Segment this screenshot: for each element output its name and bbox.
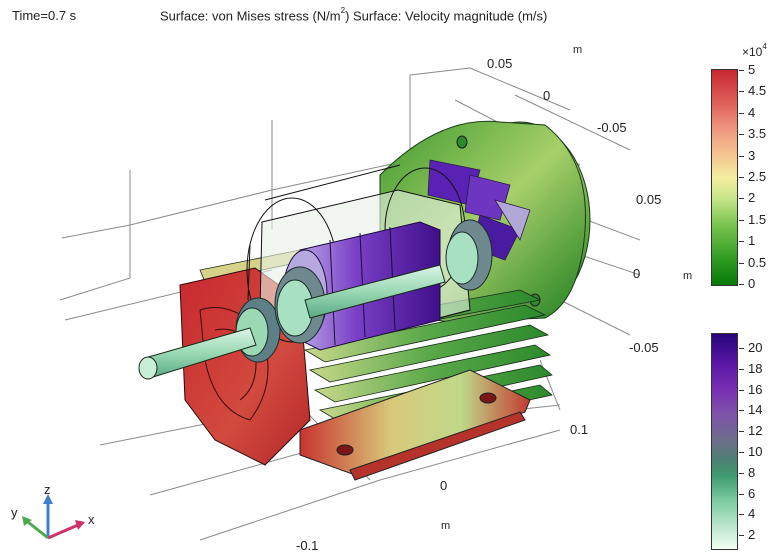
tick-top-y-2: -0.05 bbox=[597, 120, 627, 135]
stress-colorbar bbox=[711, 69, 738, 286]
velocity-tick-mark bbox=[739, 389, 744, 391]
tick-front-x-1: 0 bbox=[440, 478, 448, 493]
title-part2: ) Surface: Velocity magnitude (m/s) bbox=[345, 8, 548, 24]
stress-tick-mark bbox=[739, 177, 744, 178]
stress-tick-label: 0.5 bbox=[748, 254, 767, 270]
tick-right-z-1: 0 bbox=[633, 266, 641, 281]
unit-top: m bbox=[573, 44, 583, 56]
axis-triad bbox=[22, 494, 85, 540]
stress-tick-mark bbox=[739, 262, 744, 264]
velocity-tick-label: 18 bbox=[748, 360, 763, 376]
stress-tick-label: 2.5 bbox=[748, 169, 767, 184]
stress-tick-mark bbox=[739, 155, 744, 157]
triad-y-label: y bbox=[11, 505, 18, 520]
stress-tick-mark bbox=[739, 219, 744, 221]
stress-tick-label: 2 bbox=[748, 190, 756, 206]
stress-tick-mark bbox=[739, 284, 744, 285]
velocity-tick-label: 16 bbox=[748, 381, 763, 397]
title-part1: Surface: von Mises stress (N/m bbox=[160, 8, 341, 24]
velocity-colorbar bbox=[711, 333, 738, 550]
unit-right: m bbox=[683, 270, 693, 282]
velocity-tick-label: 20 bbox=[748, 340, 763, 355]
velocity-tick-label: 6 bbox=[748, 485, 756, 501]
velocity-tick-mark bbox=[739, 452, 744, 453]
stress-tick-label: 1 bbox=[748, 233, 756, 249]
stress-tick-mark bbox=[739, 198, 744, 200]
velocity-tick-mark bbox=[739, 514, 744, 516]
tick-top-y-1: 0 bbox=[543, 88, 551, 103]
triad-z-label: z bbox=[44, 482, 51, 497]
velocity-tick-label: 8 bbox=[748, 464, 756, 480]
stress-tick-label: 4.5 bbox=[748, 83, 767, 99]
stress-multiplier-exp: 4 bbox=[762, 42, 767, 51]
triad-x-label: x bbox=[88, 512, 95, 527]
velocity-tick-label: 12 bbox=[748, 423, 763, 439]
velocity-tick-mark bbox=[739, 472, 744, 474]
velocity-tick-mark bbox=[739, 431, 744, 433]
tick-right-z-2: -0.05 bbox=[629, 340, 659, 355]
tick-front-x-2: -0.1 bbox=[296, 538, 319, 553]
unit-front: m bbox=[441, 520, 451, 532]
stress-tick-label: 3 bbox=[748, 147, 756, 163]
tick-right-z-0: 0.05 bbox=[636, 192, 662, 207]
stress-tick-mark bbox=[739, 241, 744, 243]
plot-title: Surface: von Mises stress (N/m2) Surface… bbox=[160, 6, 548, 24]
velocity-tick-mark bbox=[739, 368, 744, 370]
stress-tick-mark bbox=[739, 70, 744, 71]
velocity-tick-mark bbox=[739, 348, 744, 349]
stress-tick-mark bbox=[739, 112, 744, 114]
stress-tick-label: 4 bbox=[748, 104, 756, 120]
stress-multiplier-base: ×10 bbox=[742, 45, 763, 59]
title-exponent: 2 bbox=[340, 6, 346, 15]
velocity-tick-label: 4 bbox=[748, 506, 756, 522]
velocity-tick-mark bbox=[739, 410, 744, 412]
velocity-tick-mark bbox=[739, 535, 744, 537]
tick-top-y-0: 0.05 bbox=[487, 56, 513, 71]
stress-tick-label: 0 bbox=[748, 276, 756, 291]
velocity-tick-label: 10 bbox=[748, 444, 763, 459]
velocity-tick-mark bbox=[739, 493, 744, 495]
stress-tick-label: 1.5 bbox=[748, 211, 767, 227]
shaft bbox=[138, 264, 446, 380]
tick-front-x-0: 0.1 bbox=[570, 422, 589, 437]
velocity-tick-label: 14 bbox=[748, 402, 763, 418]
base-plate bbox=[299, 369, 531, 481]
stress-tick-label: 3.5 bbox=[748, 126, 767, 142]
stress-tick-mark bbox=[739, 134, 744, 136]
stress-tick-label: 5 bbox=[748, 62, 756, 77]
stress-tick-mark bbox=[739, 91, 744, 93]
stress-multiplier: ×104 bbox=[742, 42, 767, 59]
velocity-tick-label: 2 bbox=[748, 527, 756, 543]
time-label: Time=0.7 s bbox=[12, 8, 77, 23]
